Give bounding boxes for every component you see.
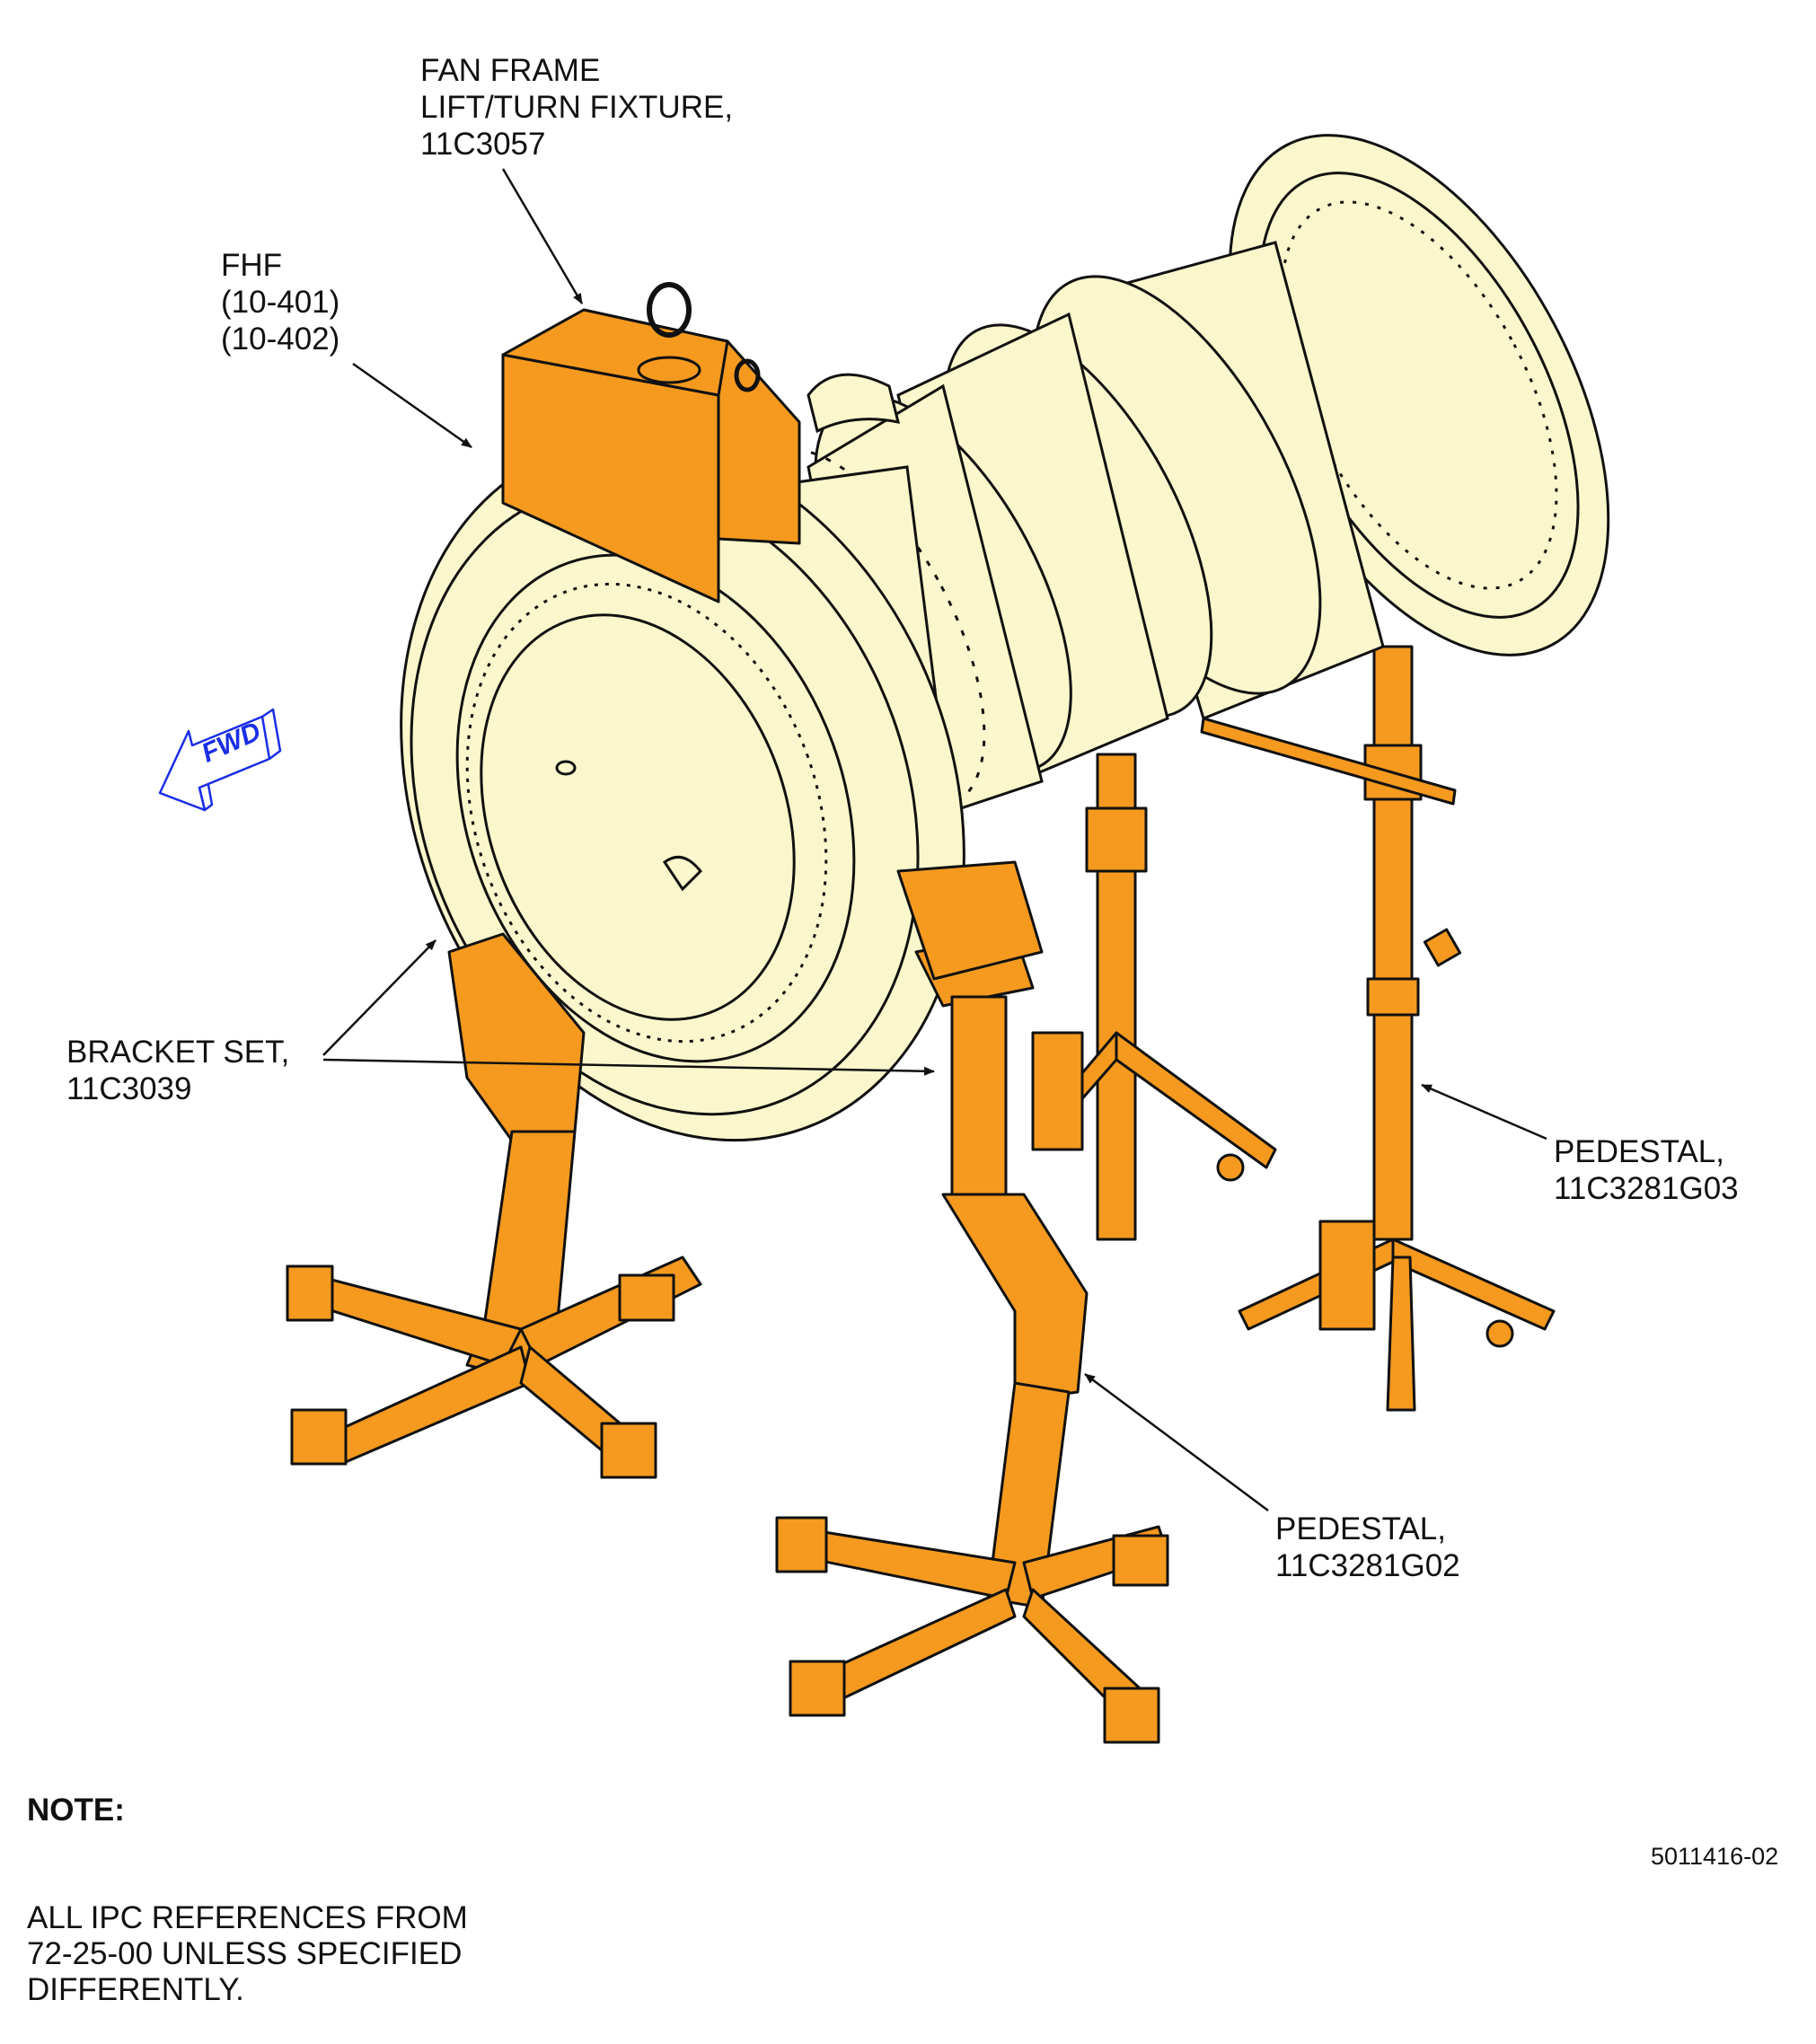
pedestal-front-left (286, 932, 702, 1479)
fan-frame (400, 438, 972, 1142)
label-pedestal-g02: PEDESTAL, 11C3281G02 (1275, 1511, 1460, 1583)
label-fan-frame-lift-turn-fixture: FAN FRAME LIFT/TURN FIXTURE, 11C3057 (420, 53, 734, 162)
leader-pedestal-g03 (1421, 1083, 1547, 1141)
leader-lines (322, 168, 1547, 1512)
note-title: NOTE: (27, 1793, 125, 1828)
label-bracket-set: BRACKET SET, 11C3039 (66, 1035, 290, 1106)
note-body: ALL IPC REFERENCES FROM 72-25-00 UNLESS … (27, 1900, 468, 2007)
leader-fan-frame-fixture (501, 168, 584, 304)
leader-bracket-set-front (322, 939, 436, 1056)
leader-pedestal-g02 (1084, 1372, 1269, 1512)
pedestal-rear-left (1031, 717, 1457, 1241)
label-pedestal-g03: PEDESTAL, 11C3281G03 (1554, 1134, 1739, 1206)
note-block: NOTE: ALL IPC REFERENCES FROM 72-25-00 U… (27, 1721, 468, 2044)
label-fhf: FHF (10-401) (10-402) (221, 248, 340, 357)
pedestal-11c3281g03 (1238, 645, 1556, 1412)
leader-fhf (352, 362, 472, 449)
figure-number: 5011416-02 (1651, 1843, 1779, 1870)
pedestal-11c3281g02 (775, 860, 1169, 1744)
forward-arrow-icon (158, 708, 282, 812)
engine-fixture-illustration (158, 134, 1610, 1744)
leader-bracket-set-rear (322, 1058, 935, 1076)
fan-frame-lift-turn-fixture (501, 282, 801, 604)
